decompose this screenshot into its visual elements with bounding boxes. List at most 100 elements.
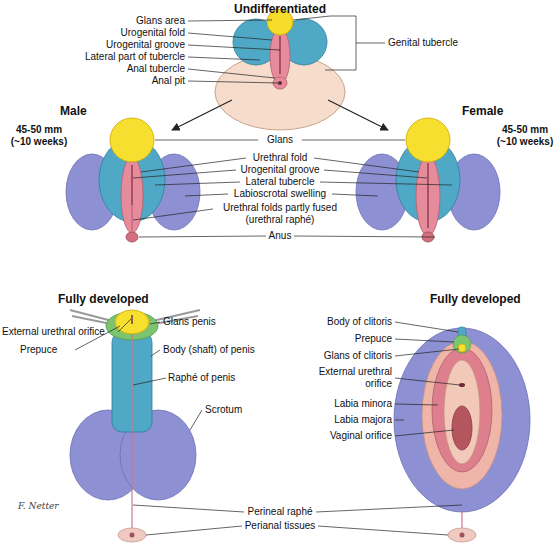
part-label: Labioscrotal swelling xyxy=(220,188,340,200)
bracket-part xyxy=(293,16,330,20)
leader-line-part xyxy=(133,505,244,512)
size-age-note: 45-50 mm (~10 weeks) xyxy=(6,124,72,148)
bracket-part xyxy=(325,16,356,70)
part-label: Glans xyxy=(250,134,310,146)
leader-line-part xyxy=(118,319,131,332)
leader-line-part xyxy=(395,349,459,356)
part-label: Body (shaft) of penis xyxy=(163,344,255,356)
leader-line-part xyxy=(332,194,378,196)
part-label: Anal tubercle xyxy=(127,63,185,75)
leader-line-part xyxy=(188,45,280,50)
leader-line-part xyxy=(294,236,435,237)
female-developed-genitalia-part xyxy=(444,360,480,464)
female-developed-genitalia-part xyxy=(394,328,530,512)
leader-line-part xyxy=(395,322,458,332)
leader-line-part xyxy=(395,339,454,342)
part-label: Perineal raphé xyxy=(220,506,340,518)
male-10-week-genitalia xyxy=(66,118,200,242)
leader-line-part xyxy=(188,81,279,83)
female-developed-genitalia-part xyxy=(453,335,471,353)
development-arrow xyxy=(172,100,388,130)
leader-line-part xyxy=(395,404,438,405)
leader-line xyxy=(133,322,462,535)
female-10-week-genitalia-part xyxy=(427,163,428,228)
part-label: Scrotum xyxy=(205,404,242,416)
part-label: Labia majora xyxy=(334,414,392,426)
undifferentiated-genitalia-part xyxy=(270,28,290,84)
size-age-note: 45-50 mm (~10 weeks) xyxy=(492,124,558,148)
male-developed-genitalia-part xyxy=(130,533,135,538)
male-10-week-genitalia-part xyxy=(131,165,132,205)
part-label: Perianal tissues xyxy=(220,520,340,532)
leader-line-part xyxy=(316,505,462,512)
leader-line-part xyxy=(188,57,260,60)
stage-heading: Fully developed xyxy=(58,292,149,306)
leader-line-part xyxy=(185,194,228,196)
part-label: Anal pit xyxy=(152,75,185,87)
leader-line-part xyxy=(320,182,452,185)
leader-line-part xyxy=(155,140,258,141)
female-10-week-genitalia-part xyxy=(406,118,450,162)
male-developed-genitalia-part xyxy=(131,315,132,324)
part-label: Glans of clitoris xyxy=(324,350,392,362)
part-label: Urethral folds partly fused (urethral ra… xyxy=(210,202,350,226)
leader-line-part xyxy=(302,140,405,141)
female-developed-genitalia-part xyxy=(422,341,502,489)
part-label: Lateral part of tubercle xyxy=(85,51,185,63)
male-10-week-genitalia-part xyxy=(110,118,154,162)
undifferentiated-genitalia-part xyxy=(279,36,280,74)
leader-line-part xyxy=(324,170,427,178)
part-label: Prepuce xyxy=(20,344,57,356)
male-developed-genitalia-part xyxy=(115,310,149,334)
female-10-week-genitalia-part xyxy=(416,156,440,236)
leader-line-part xyxy=(150,322,160,324)
part-label: Anus xyxy=(250,230,310,242)
female-developed-genitalia-part xyxy=(458,344,466,352)
male-10-week-genitalia-part xyxy=(121,157,143,233)
female-developed-genitalia-part xyxy=(461,512,462,530)
leader-line-part xyxy=(141,158,246,172)
male-10-week-genitalia-part xyxy=(132,205,133,231)
leader-line-part xyxy=(318,526,448,535)
leader-line-part xyxy=(188,33,272,40)
leader-line-part xyxy=(133,378,166,385)
leader-line-part xyxy=(395,420,404,421)
leader-line xyxy=(133,140,452,237)
leader-line-part xyxy=(155,182,240,185)
male-developed-genitalia-part xyxy=(118,528,146,542)
part-label: External urethral orifice xyxy=(302,366,392,390)
female-developed-genitalia-part xyxy=(460,533,465,538)
female-developed-genitalia-part xyxy=(448,528,476,542)
part-label: Genital tubercle xyxy=(388,37,458,49)
leader-line-part xyxy=(395,430,454,436)
part-label: Glans area xyxy=(136,15,185,27)
part-label: External urethral orifice xyxy=(2,326,105,338)
sex-heading: Female xyxy=(462,104,503,118)
leader-line-part xyxy=(314,158,419,172)
stage-heading: Fully developed xyxy=(430,292,521,306)
artist-signature: F. Netter xyxy=(18,500,59,512)
leader-line-part xyxy=(188,69,275,78)
female-developed-genitalia xyxy=(394,327,530,542)
leader-line-part xyxy=(146,526,242,535)
leader-line-part xyxy=(151,350,160,356)
part-label: Prepuce xyxy=(355,333,392,345)
female-developed-genitalia-part xyxy=(432,348,492,472)
development-arrow-part xyxy=(328,100,388,130)
part-label: Glans penis xyxy=(163,316,216,328)
bracket xyxy=(293,16,356,70)
male-developed-genitalia-part xyxy=(131,334,132,530)
development-arrow-part xyxy=(172,100,232,130)
leader-line-part xyxy=(356,43,385,44)
leader-line-part xyxy=(139,236,266,237)
part-label: Lateral tubercle xyxy=(220,176,340,188)
stage-heading: Undifferentiated xyxy=(200,2,360,16)
leader-line-part xyxy=(133,209,213,220)
sex-heading: Male xyxy=(60,104,87,118)
leader-line-part xyxy=(133,170,236,178)
part-label: Labia minora xyxy=(334,398,392,410)
part-label: Urethral fold xyxy=(220,152,340,164)
